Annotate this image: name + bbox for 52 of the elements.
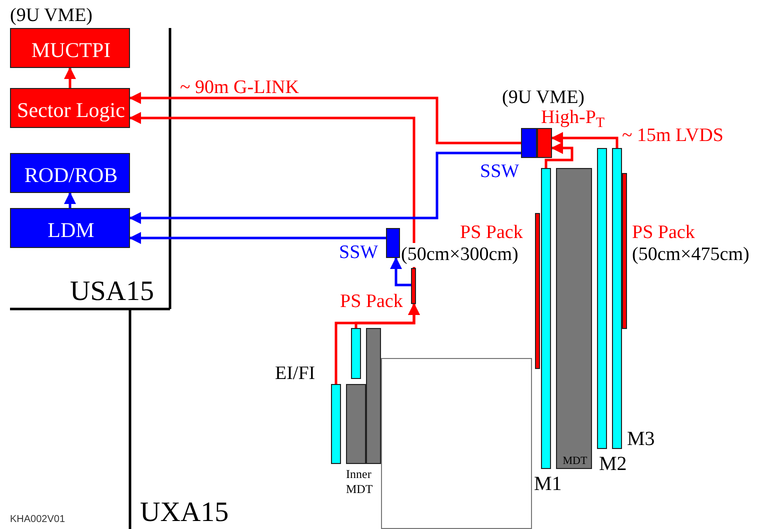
module-box <box>10 153 130 193</box>
board-label: High-P$_{T}$ <box>541 107 606 130</box>
signal-arrow <box>544 142 574 168</box>
module-label: ROD/ROB <box>23 162 119 188</box>
edge-label: ~ 15m LVDS <box>622 124 724 148</box>
board-label: SSW <box>480 160 520 184</box>
crate-label: (9U VME) <box>10 4 94 28</box>
signal-arrow <box>390 257 411 286</box>
drawing-id: KHA002V01 <box>10 514 66 526</box>
station-label: M2 <box>599 452 628 477</box>
ps-pack-bar <box>622 173 627 329</box>
board-box <box>386 228 400 258</box>
ps-pack-bar <box>535 213 540 369</box>
ps-pack-label: PS Pack <box>632 221 696 245</box>
room-label: USA15 <box>70 275 154 309</box>
station-label: M1 <box>534 472 563 497</box>
ps-pack-bar <box>411 268 416 304</box>
mdt-bar <box>366 328 381 464</box>
signal-arrow <box>551 132 618 148</box>
module-label: LDM <box>46 217 96 244</box>
room-label: UXA15 <box>140 496 229 529</box>
chamber-bar <box>331 384 341 464</box>
signal-arrow <box>354 303 420 328</box>
ps-pack-label: PS Pack <box>340 290 404 314</box>
board-label: SSW <box>339 241 380 265</box>
module-box <box>10 88 130 128</box>
module-label: MUCTPI <box>30 37 112 64</box>
chamber-bar <box>541 168 551 469</box>
edge-label: ~ 90m G-LINK <box>180 76 299 100</box>
board-box <box>521 128 537 158</box>
mdt-label: Inner MDT <box>346 467 374 497</box>
board-box <box>537 128 552 158</box>
frame-box <box>381 358 532 529</box>
signal-arrow <box>129 152 521 224</box>
chamber-bar <box>612 148 622 449</box>
station-label: EI/FI <box>275 362 316 386</box>
signal-arrow <box>64 67 76 88</box>
ps-pack-label: PS Pack <box>460 221 524 245</box>
mdt-bar <box>556 168 592 469</box>
mdt-label: MDT <box>562 455 588 469</box>
chamber-bar <box>351 328 361 379</box>
crate-label: (9U VME) <box>502 86 586 110</box>
module-box <box>10 208 130 248</box>
signal-arrow <box>129 92 521 144</box>
module-label: Sector Logic <box>16 97 126 124</box>
signal-arrow <box>64 192 76 208</box>
mdt-bar <box>346 384 366 464</box>
module-box <box>10 28 130 68</box>
station-label: M3 <box>627 427 656 452</box>
signal-arrow <box>129 232 386 244</box>
signal-arrow <box>129 112 416 268</box>
chamber-bar <box>597 148 607 449</box>
